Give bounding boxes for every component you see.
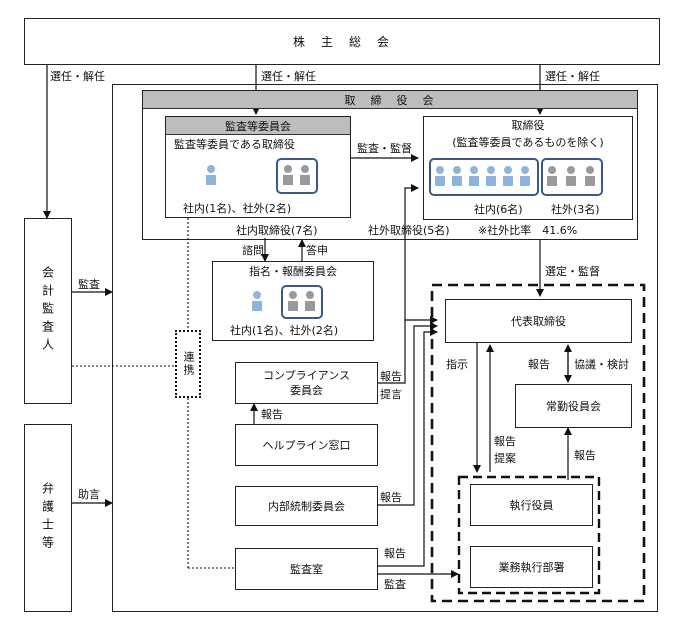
audit-committee-title: 監査等委員会 [166,117,350,135]
compliance-label: コンプライアンス委員会 [262,369,350,397]
person-icon [503,166,513,186]
business-depts-label: 業務執行部署 [498,561,565,574]
nomination-outside-frame [281,285,323,319]
elect-dismiss-label: 選任・解任 [50,70,105,83]
business-departments: 業務執行部署 [470,546,593,588]
propose-label: 提案 [494,452,516,465]
cooperation-box: 連携 [175,330,201,398]
audit-office-label: 監査室 [290,563,323,576]
accounting-auditor: 会計監査人 [24,218,72,404]
helpline-label: ヘルプライン窓口 [262,439,351,452]
compliance-committee: コンプライアンス委員会 [235,362,378,404]
lawyer-label: 弁護士等 [40,482,55,554]
person-icon [585,166,595,186]
report-label: 報告 [574,449,596,462]
audit-office: 監査室 [235,548,378,590]
person-icon [252,291,262,311]
nomination-count: 社内(1名)、社外(2名) [230,324,339,337]
select-supervise-label: 選定・監督 [545,265,600,278]
instruct-label: 指示 [446,358,468,371]
representative-director: 代表取締役 [445,299,632,343]
elect-dismiss-label: 選任・解任 [545,70,600,83]
person-icon [288,291,298,311]
report-label: 報告 [261,408,283,421]
cooperation-label: 連携 [182,351,195,377]
directors-inside-count: 社内(6名) [474,203,523,216]
auditor-label: 会計監査人 [40,266,55,356]
person-icon [300,165,310,185]
person-icon [305,291,315,311]
audit-committee-subtitle: 監査等委員である取締役 [174,138,295,151]
answer-label: 答申 [306,244,328,257]
audit-supervise-label: 監査・監督 [357,142,412,155]
report-label: 報告 [384,547,406,560]
shareholders-label: 株 主 総 会 [292,35,391,49]
consult-label: 諮問 [242,244,264,257]
board-title: 取 締 役 会 [143,91,637,109]
standing-board: 常勤役員会 [515,384,632,428]
report-label: 報告 [528,358,550,371]
inside-directors-frame [429,158,539,196]
person-icon [486,166,496,186]
person-icon [469,166,479,186]
company-frame [112,84,658,612]
person-icon [435,166,445,186]
executive-officers: 執行役員 [470,484,593,526]
elect-dismiss-label: 選任・解任 [261,70,316,83]
person-icon [206,165,216,185]
exec-officers-label: 執行役員 [509,499,554,512]
outside-directors-frame [541,158,603,196]
person-icon [283,165,293,185]
internal-control-label: 内部統制委員会 [268,500,345,513]
person-icon [547,166,557,186]
outside-directors-total: 社外取締役(5名) [368,224,450,237]
report-label: 報告 [494,435,516,448]
standing-board-label: 常勤役員会 [546,400,601,413]
internal-control-committee: 内部統制委員会 [235,486,378,526]
directors-outside-count: 社外(3名) [551,203,600,216]
person-icon [566,166,576,186]
directors-title: 取締役 [511,119,545,132]
report-label: 報告 [380,491,402,504]
person-icon [520,166,530,186]
outside-members-frame [276,158,318,194]
shareholders-meeting: 株 主 総 会 [24,18,660,65]
audit-label: 監査 [78,278,100,291]
lawyers: 弁護士等 [24,424,72,612]
person-icon [452,166,462,186]
report-label: 報告 [380,370,402,383]
rep-director-label: 代表取締役 [511,315,566,328]
nomination-title: 指名・報酬委員会 [249,265,337,278]
propose-label: 提言 [380,388,402,401]
board-of-directors: 取 締 役 会 [142,90,638,240]
audit-label: 監査 [384,578,406,591]
audit-committee-count: 社内(1名)、社外(2名) [183,202,292,215]
discuss-label: 協議・検討 [574,358,629,371]
advice-label: 助言 [78,488,100,501]
inside-directors-total: 社内取締役(7名) [236,224,318,237]
helpline: ヘルプライン窓口 [235,424,378,466]
directors-subtitle: (監査等委員であるものを除く) [452,136,604,149]
audit-committee: 監査等委員会 [165,116,351,218]
outside-ratio: ※社外比率 41.6% [478,224,578,237]
